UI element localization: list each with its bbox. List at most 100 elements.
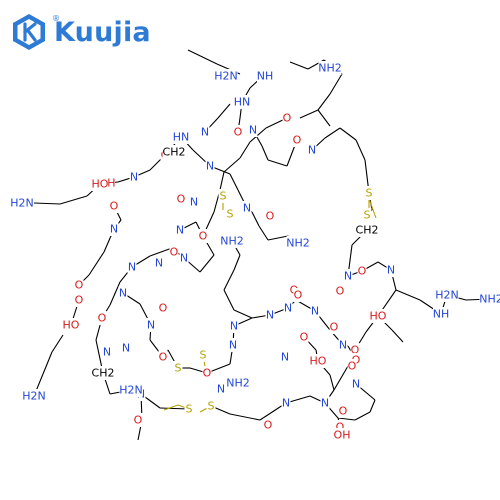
- atom-label-background: [293, 288, 303, 302]
- bond-line: [324, 127, 341, 139]
- atom-label-background: [173, 361, 183, 375]
- atom-label-background: [74, 278, 84, 292]
- atom-label: O: [300, 331, 309, 344]
- bond-line: [339, 127, 357, 141]
- atom-label-background: [176, 192, 186, 206]
- atom-label: N: [352, 378, 360, 391]
- atom-label-background: [127, 260, 137, 274]
- atom-label-background: [283, 301, 293, 315]
- bond-line: [223, 269, 235, 291]
- atom-label-background: [338, 338, 348, 352]
- atom-label: N: [243, 202, 251, 215]
- atom-label-background: [229, 319, 239, 333]
- atom-label-background: [292, 133, 302, 147]
- atom-label: S: [366, 187, 373, 200]
- atom-label: O: [330, 321, 339, 334]
- bond-line: [219, 171, 225, 191]
- bond-line: [109, 281, 121, 306]
- atom-label-background: [119, 383, 143, 397]
- atom-label: O: [336, 421, 345, 434]
- atom-label-background: [175, 223, 185, 237]
- atom-label-background: [318, 61, 342, 75]
- atom-label-background: [158, 350, 168, 364]
- bond-line: [229, 173, 239, 191]
- atom-labels: H2NNHNH2HNNNNHNOOOOHNNOCH2SSH2NHONONONSO…: [10, 61, 500, 442]
- atom-label: N: [119, 287, 127, 300]
- bond-line: [187, 49, 218, 65]
- atom-label-background: [216, 382, 226, 396]
- atom-label: S: [227, 208, 234, 221]
- atom-label: O: [358, 265, 367, 278]
- atom-label-background: [234, 95, 250, 109]
- atom-label-background: [338, 404, 348, 418]
- atom-label: O: [339, 405, 348, 418]
- atom-label: O: [75, 294, 84, 307]
- atom-label: NH2: [286, 237, 310, 250]
- atom-label: HO: [370, 310, 387, 323]
- atom-label-background: [242, 201, 252, 215]
- atom-label: N: [201, 126, 209, 139]
- atom-label: N: [155, 257, 163, 270]
- bond-line: [249, 127, 267, 143]
- bond-line: [299, 109, 319, 119]
- atom-label-background: [63, 318, 79, 332]
- atom-label-background: [286, 236, 310, 250]
- atom-label-background: [205, 159, 215, 173]
- atom-label-background: [189, 195, 199, 209]
- atom-label: N: [176, 224, 184, 237]
- bond-line: [59, 195, 88, 205]
- atom-label-background: [351, 377, 361, 391]
- atom-label-background: [364, 186, 374, 200]
- atom-label-background: [22, 389, 46, 403]
- atom-label: N: [130, 171, 138, 184]
- atom-label-background: [129, 170, 139, 184]
- bond-line: [261, 145, 269, 161]
- atom-label: O: [293, 134, 302, 147]
- atom-label: O: [110, 200, 119, 213]
- atom-label: HN: [234, 96, 251, 109]
- atom-label-background: [218, 189, 228, 203]
- atom-label: NH2: [220, 235, 244, 248]
- atom-label-background: [146, 318, 156, 332]
- atom-label: NH2: [479, 293, 500, 306]
- atom-label: S: [186, 403, 193, 416]
- bond-line: [369, 399, 376, 413]
- atom-label: NH: [433, 308, 450, 321]
- atom-label: S: [208, 400, 215, 413]
- atom-label-background: [265, 209, 275, 223]
- atom-label: N: [206, 160, 214, 173]
- atom-label: O: [336, 285, 345, 298]
- atom-label: N: [180, 252, 188, 265]
- atom-label-background: [257, 69, 273, 83]
- atom-label: O: [203, 367, 212, 380]
- atom-label: O: [234, 126, 243, 139]
- atom-label: N: [249, 124, 257, 137]
- atom-label: N: [229, 339, 237, 352]
- atom-label-background: [121, 341, 131, 355]
- atom-label: H2N: [10, 197, 34, 210]
- atom-label-background: [335, 284, 345, 298]
- atom-label: CH2: [92, 367, 115, 380]
- atom-label: N: [122, 342, 130, 355]
- atom-label: N: [284, 302, 292, 315]
- bond-line: [229, 413, 261, 421]
- atom-label-background: [202, 366, 212, 380]
- atom-label-background: [179, 251, 189, 265]
- bond-line: [329, 374, 335, 391]
- atom-label: NH2: [226, 377, 250, 390]
- atom-label-background: [74, 293, 84, 307]
- atom-label: N: [230, 320, 238, 333]
- bond-line: [42, 351, 53, 375]
- atom-label-background: [263, 418, 273, 432]
- atom-label-background: [281, 396, 291, 410]
- bond-line: [88, 251, 105, 276]
- atom-label: H2N: [435, 289, 459, 302]
- atom-label: O: [294, 289, 303, 302]
- atom-label-background: [386, 263, 396, 277]
- atom-label-background: [198, 348, 208, 362]
- atom-label-background: [347, 359, 357, 373]
- atom-label-background: [357, 264, 367, 278]
- atom-label: S: [175, 362, 182, 375]
- atom-label-background: [162, 145, 186, 159]
